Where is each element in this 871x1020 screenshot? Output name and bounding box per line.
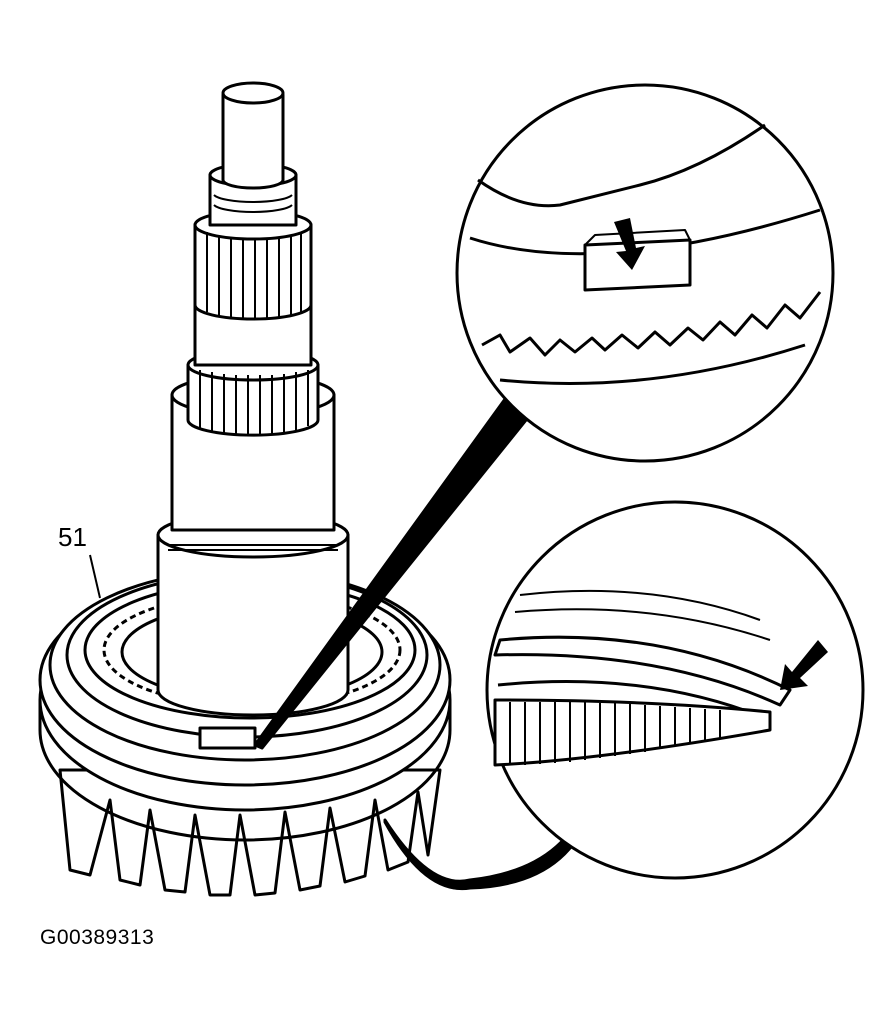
figure-id: G00389313: [40, 926, 155, 949]
main-shaft: [156, 81, 350, 717]
gear-teeth: [58, 768, 442, 897]
upper-detail-view: [455, 83, 835, 463]
lower-detail-view: [485, 500, 865, 880]
callout-label: 51: [58, 522, 87, 552]
arrow-down-icon: [614, 218, 645, 270]
arrow-down-left-icon: [780, 640, 828, 690]
